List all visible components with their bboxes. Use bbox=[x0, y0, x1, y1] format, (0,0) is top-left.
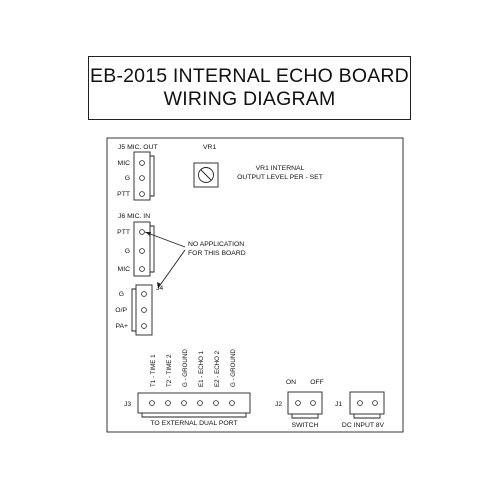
j5-latch bbox=[150, 155, 155, 197]
vr1-desc-line-2: OUTPUT LEVEL PER - SET bbox=[237, 174, 323, 181]
j1-pin-2 bbox=[372, 400, 378, 406]
board-outline bbox=[106, 137, 404, 433]
vr1-slot bbox=[200, 169, 212, 181]
j4-pin-2 bbox=[141, 307, 147, 313]
vr1-body bbox=[193, 162, 219, 188]
j2-housing bbox=[287, 391, 323, 415]
j6-pin-label-ptt: PTT bbox=[117, 229, 130, 236]
j3-pin-4 bbox=[197, 400, 203, 406]
j5-label: J5 MIC. OUT bbox=[118, 144, 158, 151]
note-leader-to-j4 bbox=[157, 249, 186, 289]
j3-pin-label-4: E1 - ECHO 1 bbox=[198, 350, 205, 387]
j3-pin-label-5: E2 - ECHO 2 bbox=[214, 350, 221, 387]
j1-caption: DC INPUT 8V bbox=[342, 422, 385, 429]
j5-pin-label-g: G bbox=[125, 175, 130, 182]
j6-pin-label-g: G bbox=[125, 248, 130, 255]
j5-pin-label-ptt: PTT bbox=[117, 191, 130, 198]
j1-housing bbox=[349, 391, 385, 415]
vr1-label: VR1 bbox=[203, 144, 216, 151]
j4-latch bbox=[131, 288, 136, 332]
vr1-knob-icon bbox=[198, 167, 214, 183]
j2-on-label: ON bbox=[286, 379, 296, 386]
j2-off-label: OFF bbox=[310, 379, 324, 386]
note-line-1: NO APPLICATION bbox=[188, 241, 244, 248]
j6-label: J6 MIC. IN bbox=[118, 213, 150, 220]
j6-pin-label-mic: MIC bbox=[118, 266, 131, 273]
j6-housing bbox=[133, 221, 151, 277]
j4-pin-1 bbox=[141, 291, 147, 297]
j1-label: J1 bbox=[335, 401, 342, 408]
j6-pin-1 bbox=[139, 229, 145, 235]
note-arrow-j6-icon bbox=[145, 232, 151, 236]
j5-pin-1 bbox=[139, 160, 145, 166]
j4-housing bbox=[135, 284, 153, 336]
j3-pin-3 bbox=[181, 400, 187, 406]
j2-label: J2 bbox=[275, 401, 282, 408]
j3-pin-label-3: G - GROUND bbox=[182, 349, 189, 387]
j3-pin-label-2: T2 - TIME 2 bbox=[166, 354, 173, 387]
title-box: EB-2015 INTERNAL ECHO BOARD WIRING DIAGR… bbox=[88, 56, 411, 120]
title-line-2: WIRING DIAGRAM bbox=[163, 88, 336, 110]
j3-housing bbox=[137, 392, 251, 414]
j5-pin-2 bbox=[139, 175, 145, 181]
j6-pin-2 bbox=[139, 248, 145, 254]
j5-pin-label-mic: MIC bbox=[118, 160, 131, 167]
j1-latch bbox=[353, 414, 381, 419]
note-arrow-j4-icon bbox=[157, 282, 161, 288]
j3-caption: TO EXTERNAL DUAL PORT bbox=[150, 420, 237, 427]
j5-pin-3 bbox=[139, 191, 145, 197]
j3-pin-2 bbox=[165, 400, 171, 406]
j3-label: J3 bbox=[124, 401, 131, 408]
j6-latch bbox=[150, 225, 155, 273]
j3-latch bbox=[141, 413, 247, 418]
j4-pin-3 bbox=[141, 323, 147, 329]
j5-housing bbox=[133, 151, 151, 201]
note-leader-to-j6 bbox=[144, 231, 186, 248]
j3-pin-6 bbox=[229, 400, 235, 406]
j4-pin-label-op: O/P bbox=[115, 307, 127, 314]
j2-latch bbox=[291, 414, 319, 419]
j3-pin-5 bbox=[213, 400, 219, 406]
j6-pin-3 bbox=[139, 266, 145, 272]
note-line-2: FOR THIS BOARD bbox=[188, 250, 246, 257]
j3-pin-1 bbox=[149, 400, 155, 406]
j1-pin-1 bbox=[357, 400, 363, 406]
j4-label: J4 bbox=[156, 285, 163, 292]
j3-pin-label-1: T1 - TIME 1 bbox=[150, 354, 157, 387]
j2-caption: SWITCH bbox=[292, 422, 319, 429]
j2-pin-2 bbox=[310, 400, 316, 406]
j3-pin-label-6: G - GROUND bbox=[230, 349, 237, 387]
vr1-desc-line-1: VR1 INTERNAL bbox=[256, 165, 305, 172]
title-line-1: EB-2015 INTERNAL ECHO BOARD bbox=[90, 65, 409, 87]
j2-pin-1 bbox=[295, 400, 301, 406]
j4-pin-label-pa: PA+ bbox=[115, 323, 128, 330]
j4-pin-label-g: G bbox=[119, 291, 124, 298]
